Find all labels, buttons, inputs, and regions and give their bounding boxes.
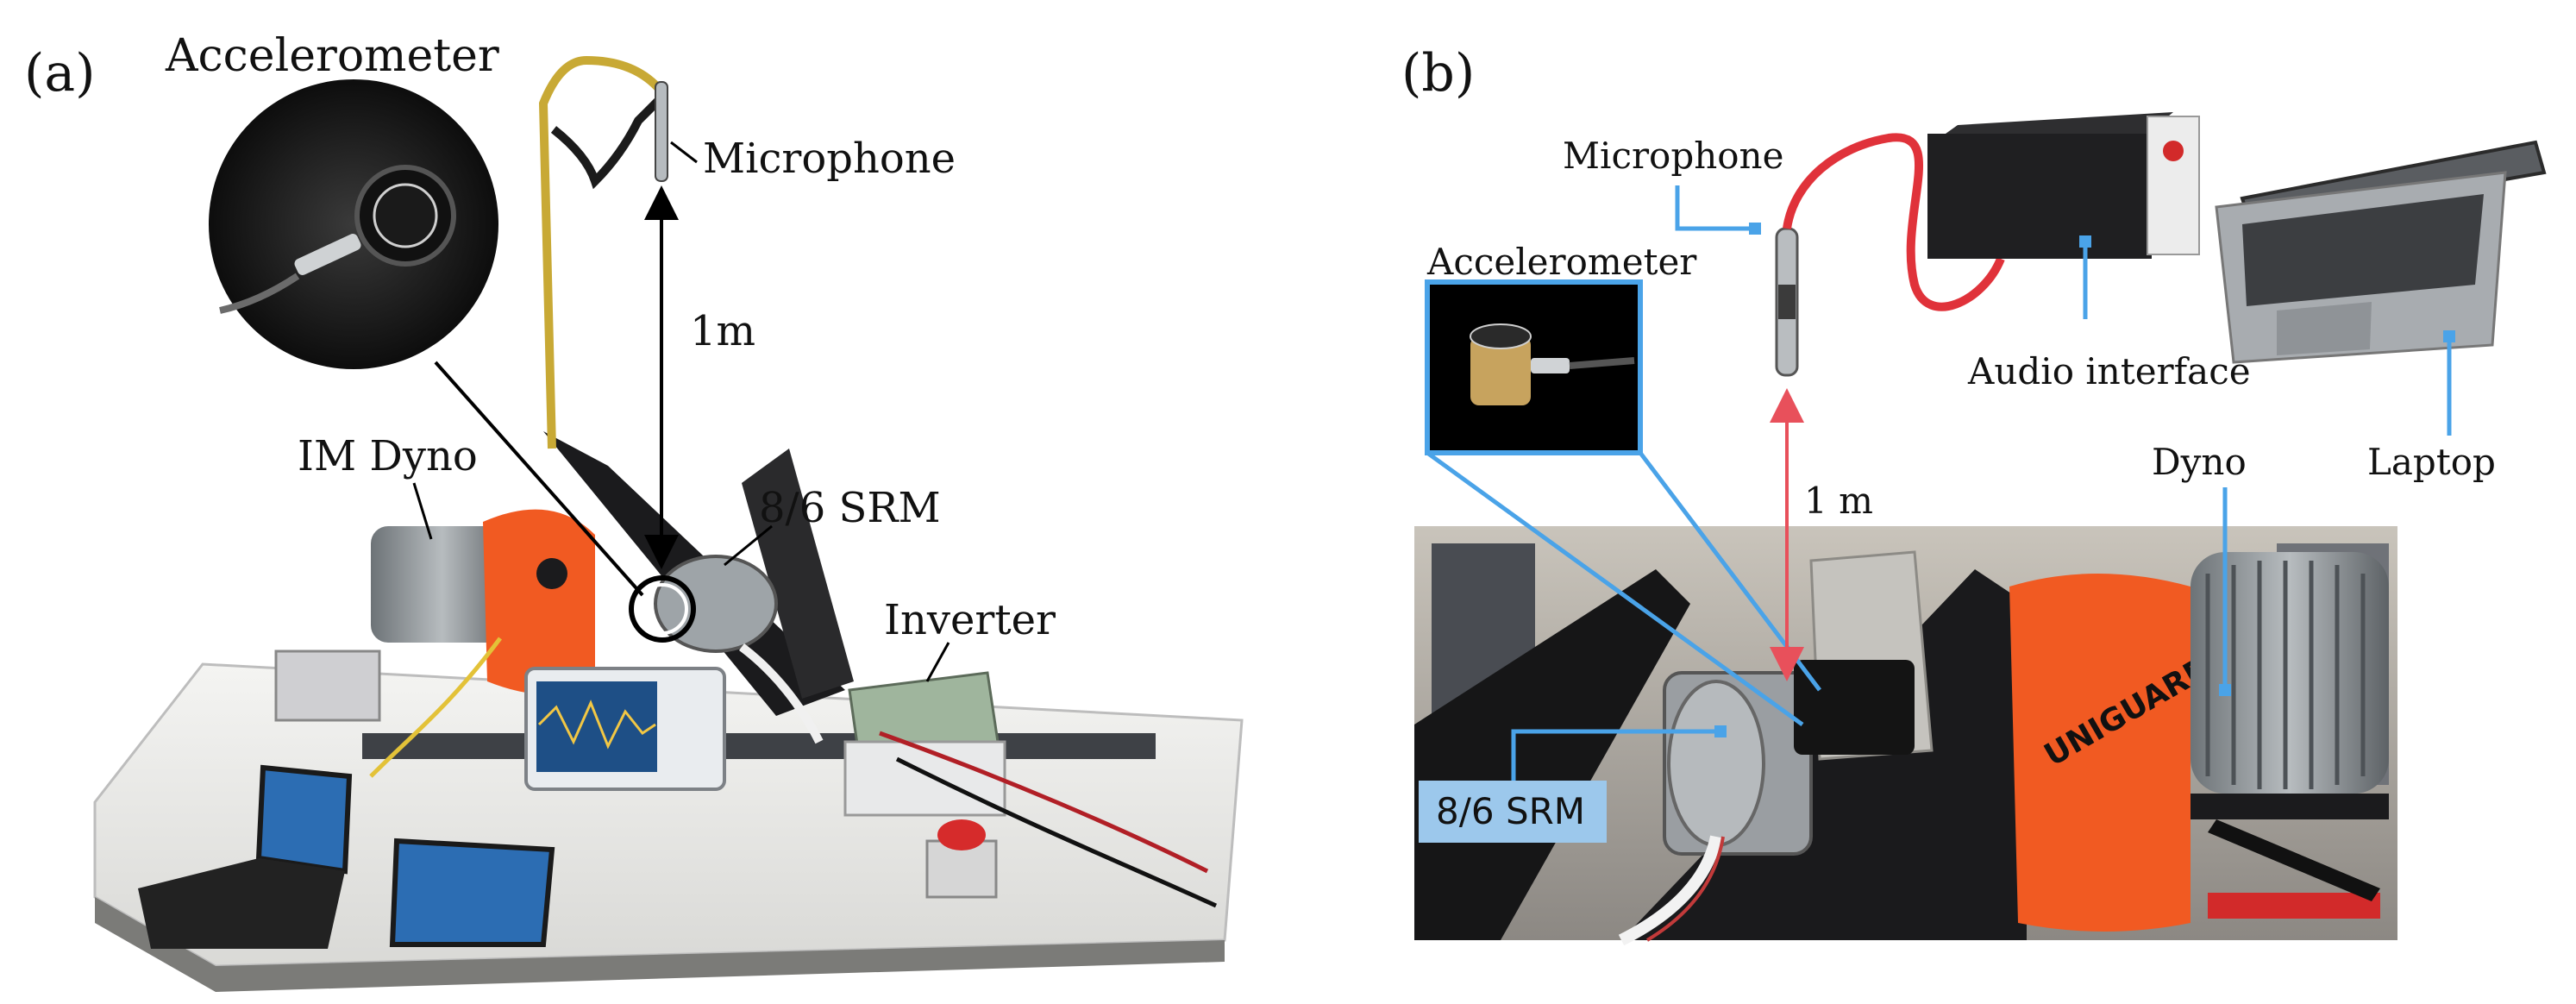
panel-a-photo: [93, 55, 1244, 992]
accelerometer-leader-b-left: [1426, 450, 1804, 727]
laptop-right-screen: [389, 838, 555, 947]
label-distance-b: 1 m: [1804, 480, 1873, 522]
dyno-cross-bracing: [2208, 819, 2380, 901]
srm-highlight-ring: [629, 575, 696, 643]
oscilloscope-trace: [537, 700, 656, 750]
audio-interface-front: [2147, 116, 2200, 255]
srm-leader-a: [724, 524, 773, 567]
dyno-base-b: [2191, 794, 2389, 819]
microphone-red-cable: [1783, 133, 2005, 311]
srm-highlight-ring-inner: [636, 583, 688, 635]
cable-white: [738, 643, 824, 744]
laptop-b-keyboard: [2242, 194, 2484, 306]
accelerometer-inset-circle: [209, 79, 498, 369]
laptop-left-base: [138, 858, 345, 949]
microphone-leader-b: [1675, 185, 1755, 231]
label-srm-a: 8/6 SRM: [759, 484, 941, 532]
accelerometer-inset-top: [1470, 323, 1532, 349]
mount-triangle-left: [1414, 569, 1690, 940]
dyno-guard-b: [2009, 574, 2191, 932]
accelerometer-connector: [294, 234, 361, 275]
laptop-left-screen: [255, 764, 353, 875]
panel-b: (b): [1401, 43, 2547, 946]
accelerometer-inset-connector: [1531, 358, 1570, 373]
dyno-base-red: [2208, 893, 2380, 919]
accelerometer-inset-a: [209, 79, 498, 369]
panel-b-letter: (b): [1401, 43, 1475, 104]
microphone-gooseneck: [550, 91, 668, 190]
microphone-b-capsule: [1778, 285, 1796, 319]
cable-yellow: [369, 637, 502, 778]
panel-b-equipment: [1775, 112, 2547, 377]
cable-red: [879, 731, 1209, 874]
accelerometer-inset-b: [1425, 279, 1643, 455]
srm-leader-b-dot: [1714, 725, 1727, 737]
inverter-leader-a: [925, 642, 950, 682]
srm-wiring: [1618, 835, 1722, 946]
label-accelerometer-b: Accelerometer: [1426, 241, 1697, 283]
srm-leader-b: [1511, 729, 1720, 781]
dyno-leader-b-dot: [2219, 684, 2231, 696]
microphone-body: [655, 81, 668, 182]
accelerometer-leader-a: [434, 361, 644, 597]
bench-frame: [362, 733, 1156, 759]
inverter-enclosure: [843, 740, 1006, 817]
label-srm-b: 8/6 SRM: [1436, 790, 1585, 832]
coupling-guard: [483, 509, 595, 694]
audio-interface-logo: [2163, 141, 2184, 161]
audio-interface-leader-b-dot: [2079, 235, 2091, 248]
cable-black: [895, 756, 1218, 908]
label-microphone-a: Microphone: [703, 135, 956, 183]
label-distance-a: 1m: [690, 307, 755, 355]
mounting-frame-right: [742, 449, 854, 699]
emergency-stop-box: [925, 839, 998, 899]
srm-black-housing: [1794, 660, 1915, 755]
microphone-leader-a: [670, 141, 698, 164]
bench-table-edge: [95, 897, 1225, 992]
dyno-fins: [2205, 561, 2366, 789]
label-laptop-b: Laptop: [2367, 441, 2496, 483]
srm-label-box-b: [1419, 781, 1607, 843]
panel-b-photo: UNIGUARD: [1414, 526, 2397, 946]
srm-motor-b-endcap: [1667, 680, 1765, 847]
laptop-leader-b-dot: [2443, 330, 2455, 342]
srm-wiring-red: [1645, 836, 1725, 942]
panel-a: (a): [24, 30, 1244, 992]
dyno-body-b: [2191, 552, 2389, 794]
coupling-logo: [536, 558, 567, 589]
accelerometer-inset-body: [1470, 336, 1531, 405]
microphone-leader-b-dot: [1749, 223, 1761, 235]
label-audio-interface-b: Audio interface: [1967, 350, 2251, 392]
panel-a-letter: (a): [24, 43, 96, 104]
oscilloscope-screen: [536, 681, 657, 772]
accelerometer-sensor-face: [373, 183, 438, 248]
microphone-stand: [538, 55, 668, 449]
power-supply: [274, 649, 381, 722]
label-accelerometer-a: Accelerometer: [165, 30, 499, 82]
label-inverter-a: Inverter: [884, 596, 1056, 644]
audio-interface-body: [1927, 134, 2152, 259]
im-dyno-body: [371, 526, 513, 643]
im-dyno-leader-a: [412, 482, 433, 540]
accelerometer-cable: [219, 273, 300, 314]
label-dyno-b: Dyno: [2152, 441, 2247, 483]
accelerometer-inset-cable: [1569, 357, 1635, 369]
emergency-stop-button: [937, 819, 986, 850]
label-microphone-b: Microphone: [1563, 135, 1783, 177]
label-im-dyno-a: IM Dyno: [298, 432, 478, 480]
laptop-b-touchpad: [2277, 302, 2372, 355]
